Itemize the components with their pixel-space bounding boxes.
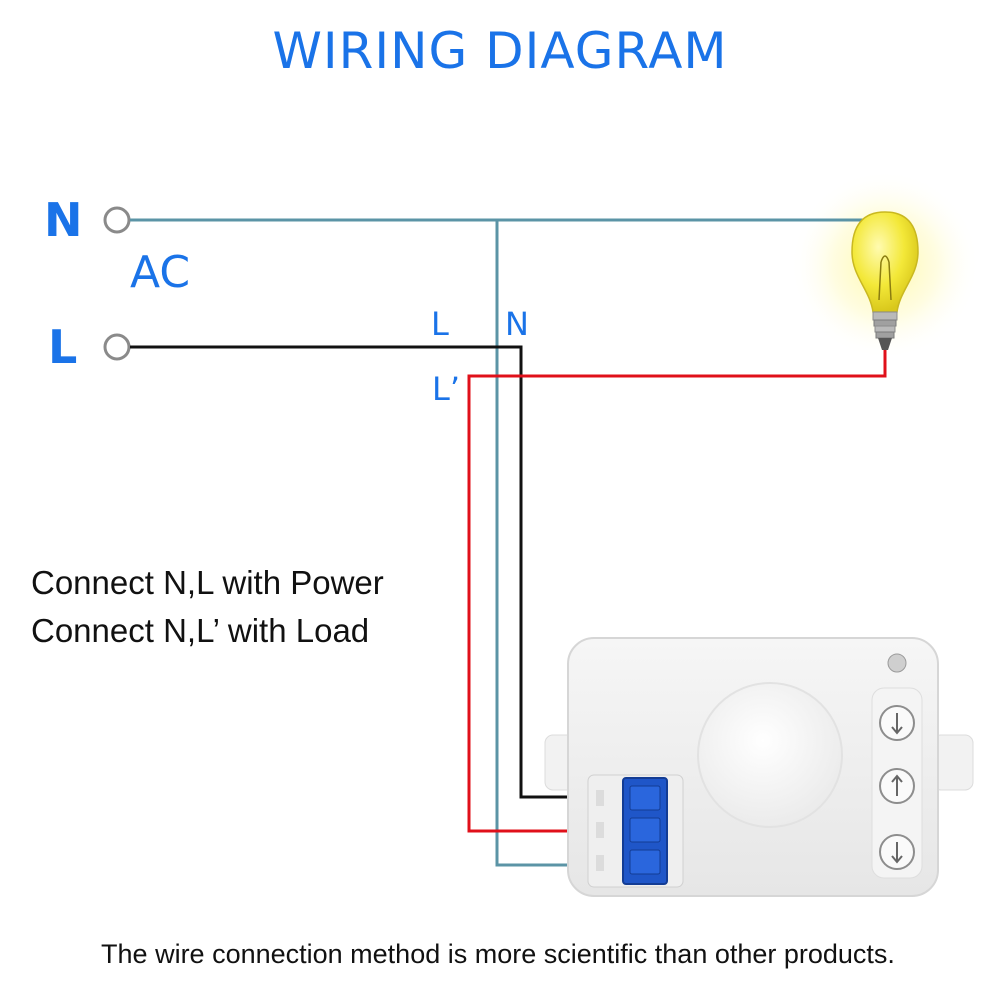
sensor-l-label: L <box>431 305 449 343</box>
instruction-load: Connect N,L’ with Load <box>31 612 369 649</box>
terminal-l-circle-icon <box>103 333 131 361</box>
instruction-power: Connect N,L with Power <box>31 564 384 601</box>
terminal-l-label: L <box>48 320 77 374</box>
motion-sensor-icon <box>544 637 974 897</box>
sensor-l-prime-label: L’ <box>432 370 460 408</box>
sensor-n-label: N <box>505 305 529 343</box>
page-title: WIRING DIAGRAM <box>272 22 727 80</box>
ac-label: AC <box>130 247 190 298</box>
terminal-n-label: N <box>44 193 83 247</box>
light-bulb-icon <box>851 211 919 350</box>
terminal-n-circle-icon <box>103 206 131 234</box>
load-wire <box>467 348 887 833</box>
footer-caption: The wire connection method is more scien… <box>101 939 895 969</box>
screw-icon <box>887 653 907 673</box>
